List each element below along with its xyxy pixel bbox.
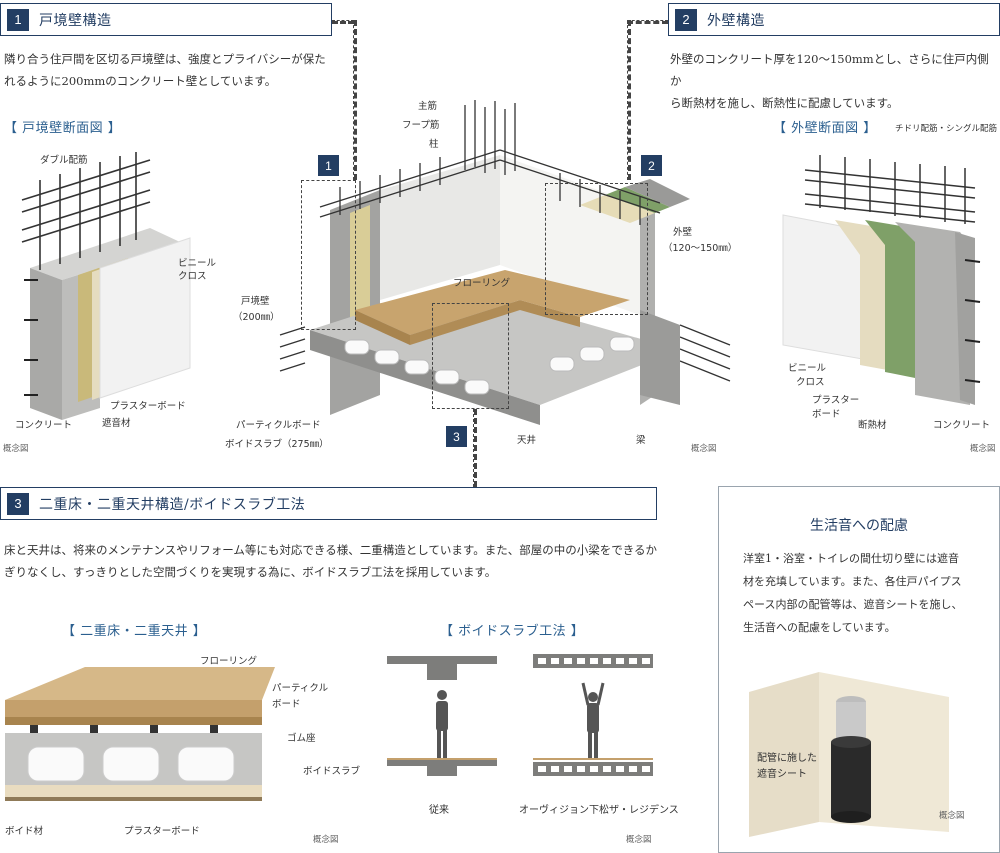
section-3-header: 3 二重床・二重天井構造/ボイドスラブ工法 <box>0 487 657 520</box>
label-board: ボード <box>812 409 841 420</box>
text-line: ぎりなくし、すっきりとした空間づくりを実現する為に、ボイドスラブ工法を採用してい… <box>4 565 497 579</box>
label-outer-wall: 外壁 <box>673 227 693 238</box>
label-double-rebar: ダブル配筋 <box>40 155 88 166</box>
label-cloth: クロス <box>178 271 207 282</box>
party-wall-section-illustration <box>21 152 191 420</box>
pipe-sound-sheet-illustration <box>749 672 949 837</box>
text-line: れるように200mmのコンクリート壁としています。 <box>4 74 277 88</box>
caption-concept: 概念図 <box>3 444 29 454</box>
badge-2: 2 <box>641 155 662 176</box>
label-sound-insulation: 遮音材 <box>102 418 131 429</box>
box-1 <box>301 180 356 330</box>
badge-1: 1 <box>318 155 339 176</box>
double-floor-illustration <box>5 667 275 801</box>
badge-3: 3 <box>446 426 467 447</box>
connector-3 <box>473 409 477 487</box>
section-3-text: 床と天井は、将来のメンテナンスやリフォーム等にも対応できる様、二重構造としていま… <box>4 539 694 583</box>
label-void-slab: ボイドスラブ（275㎜） <box>225 439 329 450</box>
label-concrete: コンクリート <box>933 420 991 431</box>
connector-2h <box>627 20 668 24</box>
section-2-text: 外壁のコンクリート厚を120～150mmとし、さらに住戸内側か ら断熱材を施し、… <box>670 48 1000 114</box>
label-plaster-board: プラスターボード <box>110 401 186 412</box>
label-conventional: 従来 <box>429 805 449 816</box>
label-flooring: フローリング <box>200 656 258 667</box>
label-ceiling: 天井 <box>517 435 537 446</box>
label-sound-sheet: 遮音シート <box>757 769 807 780</box>
text-line: 生活音への配慮をしています。 <box>743 621 896 634</box>
caption-concept: 概念図 <box>970 444 996 454</box>
caption-concept: 概念図 <box>939 811 965 821</box>
text-line: ら断熱材を施し、断熱性に配慮しています。 <box>670 96 899 110</box>
label-rubber-seat: ゴム座 <box>287 733 316 744</box>
exterior-wall-diagram-title: 【 外壁断面図 】 <box>773 121 877 136</box>
caption-concept: 概念図 <box>626 835 652 845</box>
section-title: 二重床・二重天井構造/ボイドスラブ工法 <box>39 496 306 513</box>
label-flooring: フローリング <box>453 278 511 289</box>
label-partition-mm: （200㎜） <box>233 312 280 323</box>
label-vinyl: ビニール <box>178 258 217 269</box>
note-text: 洋室1・浴室・トイレの間仕切り壁には遮音 材を充填しています。また、各住戸パイプ… <box>743 547 962 639</box>
text-line: 洋室1・浴室・トイレの間仕切り壁には遮音 <box>743 552 959 565</box>
label-column: 柱 <box>429 139 439 150</box>
label-board: ボード <box>272 699 301 710</box>
label-outer-wall-mm: （120～150㎜） <box>663 243 738 254</box>
box-3 <box>432 303 509 409</box>
label-beam: 梁 <box>636 435 646 446</box>
section-number: 1 <box>7 8 29 31</box>
note-title: 生活音への配慮 <box>810 518 908 534</box>
label-insulation: 断熱材 <box>858 420 887 431</box>
section-1-text: 隣り合う住戸間を区切る戸境壁は、強度とプライバシーが保た れるように200mmの… <box>4 48 354 92</box>
section-2-header: 2 外壁構造 <box>668 3 1000 36</box>
caption-concept: 概念図 <box>691 444 717 454</box>
double-floor-diagram-title: 【 二重床・二重天井 】 <box>62 624 207 639</box>
label-particle-board: パーティクルボード <box>236 420 321 431</box>
text-line: 外壁のコンクリート厚を120～150mmとし、さらに住戸内側か <box>670 52 989 88</box>
exterior-wall-section-illustration <box>782 155 981 405</box>
label-void-slab: ボイドスラブ <box>303 766 361 777</box>
connector-1h <box>332 20 354 24</box>
label-vinyl: ビニール <box>788 363 827 374</box>
label-plaster: プラスター <box>812 395 860 406</box>
label-cloth: クロス <box>796 377 825 388</box>
void-slab-comparison <box>387 654 653 776</box>
label-this-project: オーヴィジョン下松ザ・レジデンス <box>519 805 679 816</box>
structure-3d-illustration <box>279 100 731 425</box>
label-partition-wall: 戸境壁 <box>241 296 270 307</box>
label-hoop: フープ筋 <box>402 120 440 131</box>
party-wall-diagram-title: 【 戸境壁断面図 】 <box>4 121 122 136</box>
connector-2 <box>627 20 631 180</box>
text-line: 隣り合う住戸間を区切る戸境壁は、強度とプライバシーが保た <box>4 52 326 66</box>
section-number: 2 <box>675 8 697 31</box>
void-slab-diagram-title: 【 ボイドスラブ工法 】 <box>440 624 585 639</box>
section-title: 戸境壁構造 <box>39 12 112 29</box>
label-plaster-board: プラスターボード <box>124 826 200 837</box>
label-void-material: ボイド材 <box>5 826 44 837</box>
label-main-bar: 主筋 <box>418 101 438 112</box>
label-particle: パーティクル <box>272 683 329 694</box>
box-2 <box>545 183 648 315</box>
living-sound-note: 生活音への配慮 洋室1・浴室・トイレの間仕切り壁には遮音 材を充填しています。ま… <box>718 486 1000 853</box>
caption-concept: 概念図 <box>313 835 339 845</box>
section-1-header: 1 戸境壁構造 <box>0 3 332 36</box>
text-line: 床と天井は、将来のメンテナンスやリフォーム等にも対応できる様、二重構造としていま… <box>4 543 657 557</box>
label-pipe: 配管に施した <box>757 753 817 764</box>
section-title: 外壁構造 <box>707 12 765 29</box>
section-number: 3 <box>7 492 29 515</box>
label-single-rebar: チドリ配筋・シングル配筋 <box>895 124 998 134</box>
text-line: ペース内部の配管等は、遮音シートを施し、 <box>743 598 963 611</box>
connector-1 <box>353 20 357 180</box>
text-line: 材を充填しています。また、各住戸パイプス <box>743 575 962 588</box>
label-concrete: コンクリート <box>15 420 73 431</box>
